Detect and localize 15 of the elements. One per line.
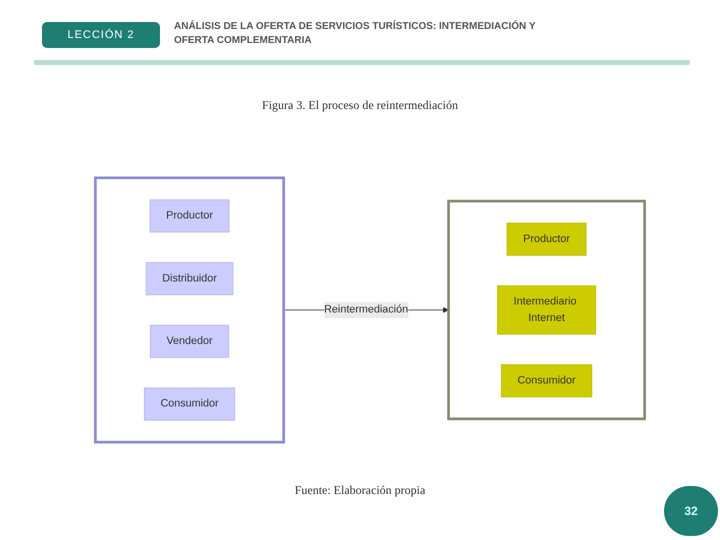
figure-title: Figura 3. El proceso de reintermediación [262, 98, 458, 113]
source-caption: Fuente: Elaboración propia [294, 483, 426, 498]
node-box: Distribuidor [146, 262, 234, 296]
node-box: Productor [506, 222, 586, 256]
cluster [447, 200, 646, 420]
lesson-badge: LECCIÓN 2 [42, 22, 160, 48]
node-box: Intermediario Internet [497, 285, 596, 335]
node-box: Productor [150, 199, 230, 232]
node-box: Vendedor [150, 324, 230, 358]
edge-label: Reintermediación [324, 304, 408, 316]
cluster [94, 176, 286, 444]
page-number: 32 [664, 486, 718, 536]
node-box: Consumidor [500, 364, 592, 398]
page-heading: ANÁLISIS DE LA OFERTA DE SERVICIOS TURÍSTICOS: INTERMEDIACIÓN Y OFERTA COMPLEMENTARIA [174, 20, 536, 48]
node-box: Consumidor [144, 388, 236, 421]
